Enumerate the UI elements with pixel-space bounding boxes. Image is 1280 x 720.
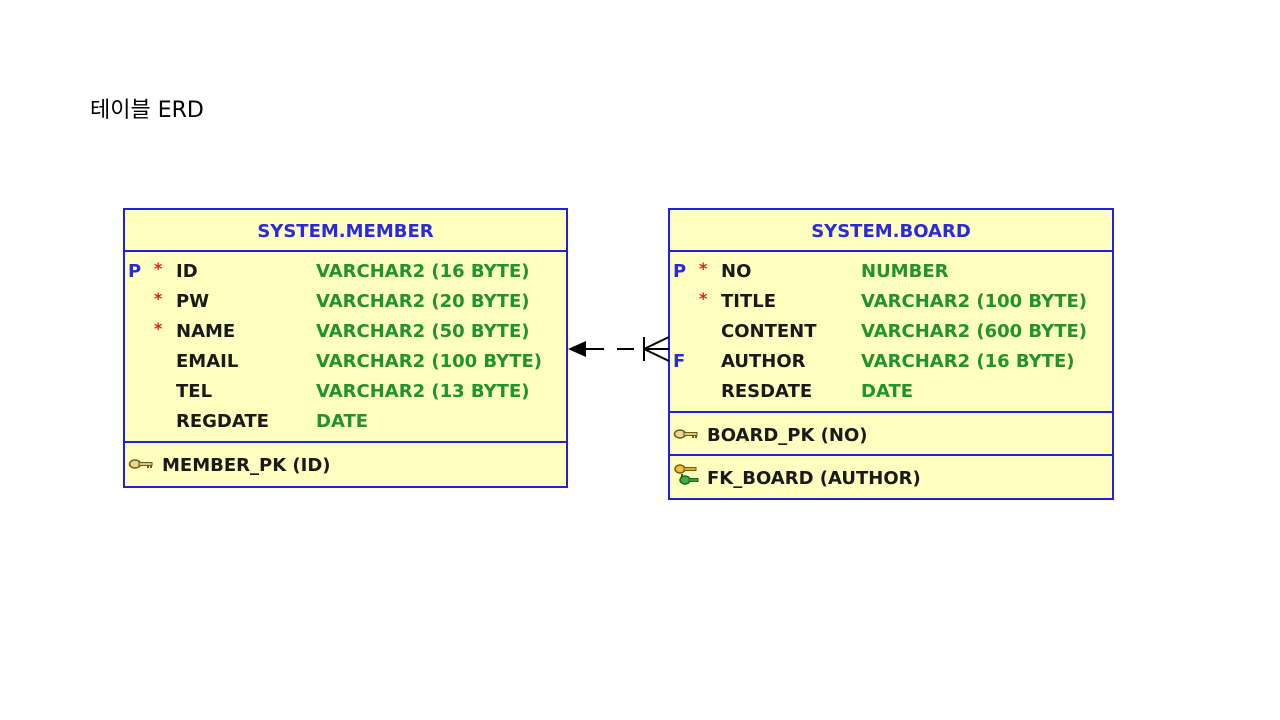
column-name: TITLE bbox=[721, 291, 777, 312]
column-type: VARCHAR2 (16 BYTE) bbox=[861, 351, 1075, 372]
crows-foot-prong bbox=[643, 348, 670, 362]
index-row: FK_BOARD (AUTHOR) bbox=[670, 454, 1112, 497]
relationship-connector[interactable] bbox=[560, 325, 680, 375]
column-name: REGDATE bbox=[176, 411, 269, 432]
key-marker: F bbox=[673, 351, 686, 372]
column-type: VARCHAR2 (600 BYTE) bbox=[861, 321, 1087, 342]
index-name: FK_BOARD (AUTHOR) bbox=[707, 468, 921, 489]
required-marker: * bbox=[699, 259, 708, 278]
key-marker: P bbox=[128, 261, 142, 282]
column-type: VARCHAR2 (13 BYTE) bbox=[316, 381, 530, 402]
column-row: REGDATE DATE bbox=[125, 407, 566, 437]
column-row: * TITLE VARCHAR2 (100 BYTE) bbox=[670, 287, 1112, 317]
index-name: BOARD_PK (NO) bbox=[707, 425, 868, 446]
required-marker: * bbox=[154, 259, 163, 278]
column-row: P * NO NUMBER bbox=[670, 257, 1112, 287]
column-name: RESDATE bbox=[721, 381, 813, 402]
column-name: CONTENT bbox=[721, 321, 817, 342]
column-row: CONTENT VARCHAR2 (600 BYTE) bbox=[670, 317, 1112, 347]
column-type: VARCHAR2 (20 BYTE) bbox=[316, 291, 530, 312]
primary-key-icon bbox=[673, 429, 698, 439]
column-row: EMAIL VARCHAR2 (100 BYTE) bbox=[125, 347, 566, 377]
column-name: ID bbox=[176, 261, 198, 282]
required-marker: * bbox=[154, 289, 163, 308]
column-list: P * NO NUMBER * TITLE VARCHAR2 (100 BYTE… bbox=[670, 252, 1112, 413]
column-row: P * ID VARCHAR2 (16 BYTE) bbox=[125, 257, 566, 287]
column-name: PW bbox=[176, 291, 210, 312]
column-row: F AUTHOR VARCHAR2 (16 BYTE) bbox=[670, 347, 1112, 377]
member-table[interactable]: SYSTEM.MEMBER P * ID VARCHAR2 (16 BYTE) … bbox=[123, 208, 568, 488]
column-name: NO bbox=[721, 261, 752, 282]
table-name: SYSTEM.MEMBER bbox=[125, 210, 566, 252]
index-row: BOARD_PK (NO) bbox=[670, 413, 1112, 454]
column-name: TEL bbox=[176, 381, 213, 402]
slide-title: 테이블 ERD bbox=[90, 98, 204, 123]
board-table[interactable]: SYSTEM.BOARD P * NO NUMBER * TITLE VARCH… bbox=[668, 208, 1114, 500]
column-name: EMAIL bbox=[176, 351, 239, 372]
primary-key-icon bbox=[128, 459, 153, 469]
arrowhead-icon bbox=[568, 341, 586, 357]
column-name: NAME bbox=[176, 321, 236, 342]
index-name: MEMBER_PK (ID) bbox=[162, 455, 331, 476]
column-row: RESDATE DATE bbox=[670, 377, 1112, 407]
column-row: TEL VARCHAR2 (13 BYTE) bbox=[125, 377, 566, 407]
required-marker: * bbox=[154, 319, 163, 338]
column-type: DATE bbox=[861, 381, 914, 402]
column-row: * PW VARCHAR2 (20 BYTE) bbox=[125, 287, 566, 317]
required-marker: * bbox=[699, 289, 708, 308]
index-row: MEMBER_PK (ID) bbox=[125, 443, 566, 484]
column-type: NUMBER bbox=[861, 261, 949, 282]
column-row: * NAME VARCHAR2 (50 BYTE) bbox=[125, 317, 566, 347]
column-type: VARCHAR2 (50 BYTE) bbox=[316, 321, 530, 342]
table-name: SYSTEM.BOARD bbox=[670, 210, 1112, 252]
column-list: P * ID VARCHAR2 (16 BYTE) * PW VARCHAR2 … bbox=[125, 252, 566, 443]
column-type: DATE bbox=[316, 411, 369, 432]
column-type: VARCHAR2 (100 BYTE) bbox=[861, 291, 1087, 312]
foreign-key-icon bbox=[674, 464, 699, 485]
column-type: VARCHAR2 (100 BYTE) bbox=[316, 351, 542, 372]
key-marker: P bbox=[673, 261, 687, 282]
column-type: VARCHAR2 (16 BYTE) bbox=[316, 261, 530, 282]
crows-foot-prong bbox=[643, 336, 670, 350]
column-name: AUTHOR bbox=[721, 351, 806, 372]
